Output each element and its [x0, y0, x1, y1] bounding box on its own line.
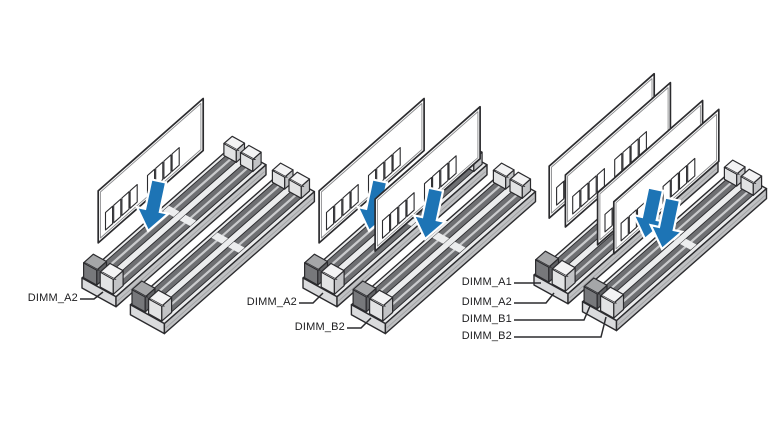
dimm-module — [318, 97, 425, 244]
dimm-chip-window — [325, 205, 335, 231]
panel-single-dimm-configuration — [80, 97, 316, 335]
channel-key-notch — [432, 232, 450, 244]
dimm-slot-group — [350, 162, 537, 335]
dimm-module — [564, 81, 672, 228]
channel-key-notch — [449, 241, 466, 253]
dimm-chip-window — [588, 175, 597, 201]
channel-contact-slit — [164, 194, 297, 311]
dimm-module — [97, 97, 205, 244]
latch-notch — [223, 143, 240, 151]
label-panel3-dimm-a1: DIMM_A1 — [461, 276, 512, 288]
channel-contact-slit — [616, 191, 749, 308]
insert-arrow — [648, 196, 685, 251]
dimm-chip-window — [334, 198, 343, 224]
dimm-chip-window — [381, 213, 391, 239]
dimm-inner-outline — [99, 103, 202, 239]
slot-side-ridge — [617, 195, 766, 326]
dimm-inner-outline — [376, 111, 479, 247]
dimm-chip-window — [350, 183, 359, 209]
latch-notch — [304, 262, 321, 271]
dimm-chip-window — [392, 147, 401, 172]
dimm-chip-window — [121, 191, 130, 217]
channel-key-notch — [228, 241, 245, 253]
channel-key-notch — [163, 205, 180, 217]
dimm-chip-window — [171, 147, 180, 172]
label-leader-line — [347, 317, 372, 329]
dimm-chip-window — [398, 199, 407, 225]
dimm-chip-window — [440, 162, 449, 188]
channel-contact-slit — [147, 185, 280, 302]
dimm-module — [374, 105, 481, 252]
dimm-inner-outline — [320, 103, 423, 239]
slot-side-ridge — [386, 198, 535, 329]
label-leader-line — [514, 292, 555, 304]
latch-notch — [600, 295, 617, 304]
latch-notch — [288, 179, 305, 187]
dimm-chip-window — [342, 191, 351, 217]
dimm-slot-group — [81, 135, 267, 308]
label-leader-line — [514, 305, 591, 321]
latch-notch — [583, 286, 601, 295]
dimm-chip-window — [687, 157, 696, 183]
slot-side-ridge — [338, 171, 486, 302]
dimm-chip-window — [670, 172, 679, 198]
dimm-chip-window — [620, 216, 629, 242]
label-leader-line — [514, 316, 607, 338]
dimm-chip-window — [113, 198, 122, 224]
label-panel3-dimm-a2: DIMM_A2 — [461, 296, 512, 308]
dimm-chip-window — [129, 183, 138, 209]
dimm-chip-window — [104, 205, 114, 231]
insert-arrow — [411, 186, 448, 241]
latch-notch — [320, 271, 338, 280]
latch-notch — [740, 176, 757, 184]
label-panel3-dimm-b1: DIMM_B1 — [461, 313, 512, 325]
slot-side-ridge — [165, 198, 314, 329]
dimm-chip-window — [384, 154, 393, 180]
latch-notch — [99, 271, 117, 280]
latch-notch — [493, 169, 509, 178]
dimm-slot-group — [129, 162, 316, 335]
channel-key-notch — [211, 232, 228, 244]
latch-notch — [131, 289, 149, 298]
dimm-chip-window — [163, 154, 172, 180]
latch-notch — [724, 166, 740, 175]
latch-notch — [272, 169, 288, 178]
latch-notch — [509, 179, 526, 187]
latch-notch — [148, 298, 165, 307]
latch-notch — [83, 262, 100, 271]
label-panel3-dimm-b2: DIMM_B2 — [461, 330, 512, 342]
dimm-chip-window — [556, 180, 565, 206]
label-leader-line — [299, 292, 324, 304]
latch-notch — [352, 289, 370, 298]
dimm-chip-window — [448, 155, 457, 181]
panel-dual-dimm-configuration — [299, 97, 537, 335]
channel-key-notch — [680, 238, 697, 250]
channel-contact-slit — [385, 194, 518, 311]
insert-arrow — [134, 178, 171, 233]
dimm-chip-window — [406, 192, 415, 218]
dimm-chip-window — [572, 189, 581, 215]
channel-contact-slit — [115, 167, 249, 284]
latch-notch — [369, 298, 386, 307]
slot-side-ridge — [117, 171, 265, 302]
panel-quad-dimm-configuration — [514, 72, 768, 338]
label-panel2-dimm-b2: DIMM_B2 — [294, 321, 345, 333]
latch-notch — [551, 268, 569, 277]
dimm-inner-outline — [615, 113, 717, 250]
latch-notch — [240, 152, 256, 161]
dimm-chip-window — [604, 207, 613, 233]
latch-notch — [535, 259, 552, 268]
label-leader-line — [80, 291, 104, 300]
dimm-chip-window — [678, 165, 688, 190]
channel-contact-slit — [368, 185, 501, 302]
label-panel1-dimm-a2: DIMM_A2 — [27, 292, 78, 304]
channel-key-notch — [179, 214, 197, 226]
label-panel2-dimm-a2: DIMM_A2 — [246, 296, 297, 308]
dimm-chip-window — [580, 182, 589, 208]
dimm-chip-window — [390, 206, 399, 232]
